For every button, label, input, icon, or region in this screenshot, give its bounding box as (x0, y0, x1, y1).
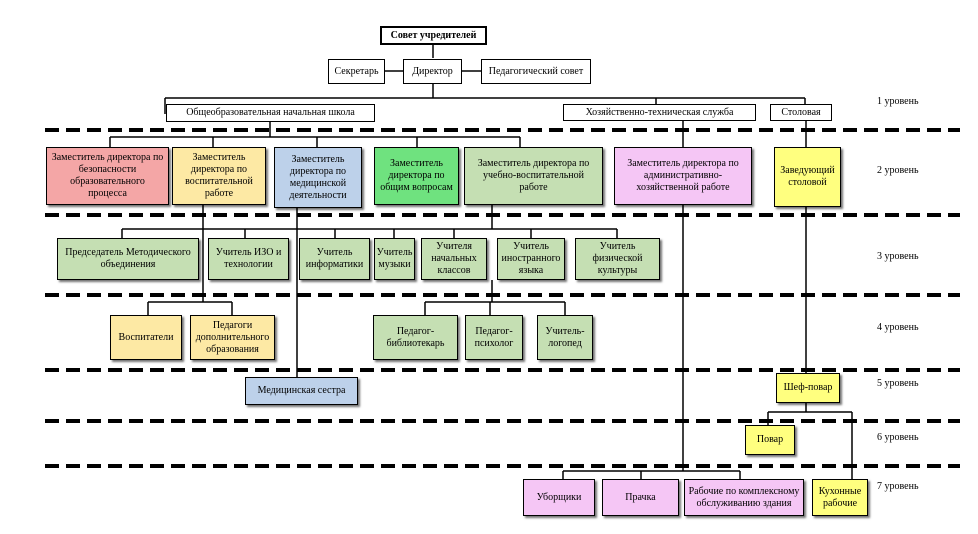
additional-education-teachers-box: Педагоги дополнительного образования (190, 315, 275, 360)
it-teacher-box: Учитель информатики (299, 238, 370, 280)
level-label-6: 6 уровень (877, 432, 919, 443)
level-label-5: 5 уровень (877, 378, 919, 389)
level-label-2: 2 уровень (877, 165, 919, 176)
pedagogical-council-box: Педагогический совет (481, 59, 591, 84)
kitchen-workers-box: Кухонные рабочие (812, 479, 868, 516)
deputy-general-box: Заместитель директора по общим вопросам (374, 147, 459, 205)
deputy-safety-box: Заместитель директора по безопасности об… (46, 147, 169, 205)
pe-teacher-box: Учитель физической культуры (575, 238, 660, 280)
laundress-box: Прачка (602, 479, 679, 516)
educators-box: Воспитатели (110, 315, 182, 360)
art-teacher-box: Учитель ИЗО и технологии (208, 238, 289, 280)
director-box: Директор (403, 59, 462, 84)
canteen-head-box: Заведующий столовой (774, 147, 841, 207)
deputy-educational-box: Заместитель директора по учебно-воспитат… (464, 147, 603, 205)
cook-box: Повар (745, 425, 795, 455)
connectors (109, 44, 853, 479)
psychologist-box: Педагог-психолог (465, 315, 523, 360)
founders-council-box: Совет учредителей (380, 26, 487, 45)
nurse-box: Медицинская сестра (245, 377, 358, 405)
librarian-box: Педагог-библиотекарь (373, 315, 458, 360)
chef-box: Шеф-повар (776, 373, 840, 403)
music-teacher-box: Учитель музыки (374, 238, 415, 280)
maintenance-workers-box: Рабочие по комплексному обслуживанию зда… (684, 479, 804, 516)
canteen-box: Столовая (770, 104, 832, 121)
cleaners-box: Уборщики (523, 479, 595, 516)
primary-school-box: Общеобразовательная начальная школа (166, 104, 375, 122)
level-label-7: 7 уровень (877, 481, 919, 492)
deputy-admin-box: Заместитель директора по административно… (614, 147, 752, 205)
method-head-box: Председатель Методического объединения (57, 238, 199, 280)
deputy-medical-box: Заместитель директора по медицинской дея… (274, 147, 362, 208)
speech-therapist-box: Учитель-логопед (537, 315, 593, 360)
language-teacher-box: Учитель иностранного языка (497, 238, 565, 280)
level-label-4: 4 уровень (877, 322, 919, 333)
level-separators (45, 128, 960, 468)
tech-service-box: Хозяйственно-техническая служба (563, 104, 756, 121)
secretary-box: Секретарь (328, 59, 385, 84)
deputy-upbringing-box: Заместитель директора по воспитательной … (172, 147, 266, 205)
level-label-1: 1 уровень (877, 96, 919, 107)
primary-teachers-box: Учителя начальных классов (421, 238, 487, 280)
level-label-3: 3 уровень (877, 251, 919, 262)
